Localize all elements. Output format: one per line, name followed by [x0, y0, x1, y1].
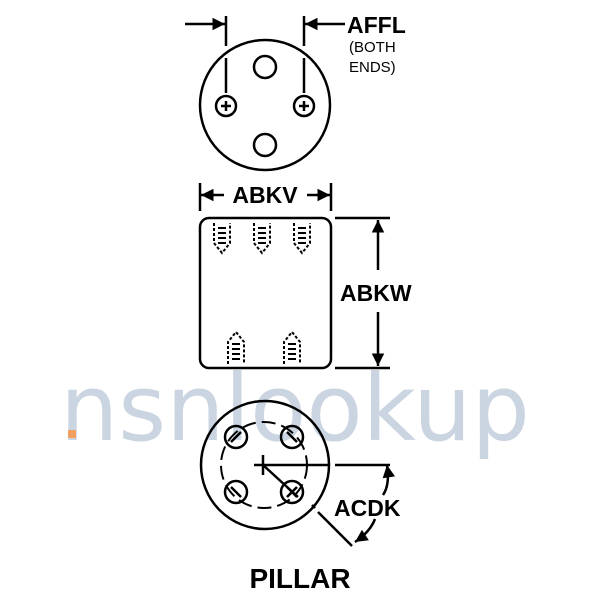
- hole-icon: [252, 54, 278, 80]
- cross-screw-icon: [279, 479, 305, 505]
- threaded-holes-top: [213, 223, 311, 255]
- plus-screw-icon: [292, 94, 316, 118]
- slotted-screw-icon: [223, 479, 249, 505]
- abkv-label: ABKV: [232, 182, 298, 208]
- watermark-dot: [68, 430, 76, 438]
- slotted-screw-icon: [223, 424, 249, 450]
- affl-note: (BOTH: [349, 39, 396, 56]
- affl-extension-lines: [224, 16, 306, 93]
- affl-label: AFFL: [347, 12, 406, 38]
- hole-icon: [252, 132, 278, 158]
- plus-screw-icon: [214, 94, 238, 118]
- pillar-body: [198, 216, 333, 370]
- diagram-title: PILLAR: [249, 563, 350, 594]
- bottom-end-view: ACDK: [199, 399, 401, 547]
- acdk-label: ACDK: [334, 495, 401, 521]
- top-end-view: AFFL (BOTH ENDS): [185, 12, 406, 172]
- threaded-holes-bottom: [227, 330, 301, 364]
- affl-note: ENDS): [349, 59, 396, 76]
- side-view: ABKV ABKW: [198, 182, 412, 370]
- abkw-label: ABKW: [340, 280, 412, 306]
- slotted-screw-icon: [279, 424, 305, 450]
